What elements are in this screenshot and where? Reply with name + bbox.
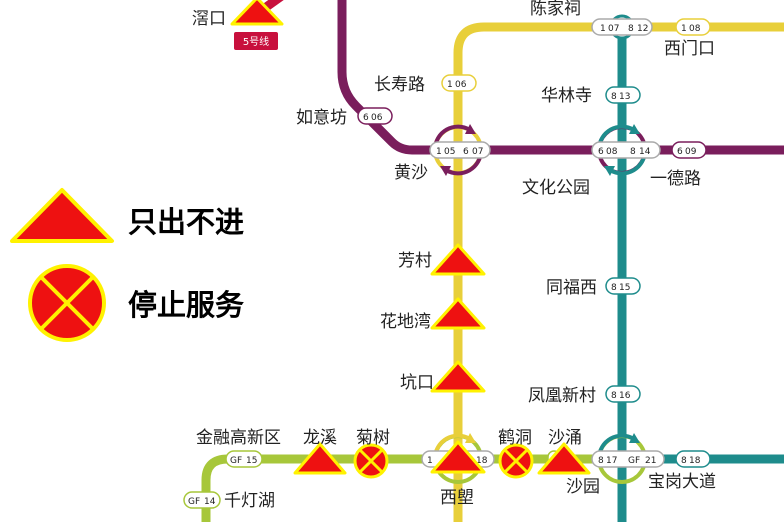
svg-text:13: 13 <box>619 92 630 102</box>
station-label-yidelu: 一德路 <box>650 169 701 189</box>
svg-text:1: 1 <box>600 24 606 34</box>
svg-text:6: 6 <box>363 113 369 123</box>
code-badge-shayuan: 8 17 GF 21 <box>547 450 665 468</box>
svg-text:18: 18 <box>689 456 701 466</box>
suspended-marker-hedong <box>498 443 534 479</box>
station-label-wenhuagongyuan: 文化公园 <box>522 178 590 198</box>
code-badge-fenghuangxincun: 8 16 <box>605 385 641 403</box>
svg-text:17: 17 <box>606 456 617 466</box>
code-badge-changshoulu: 1 06 <box>441 74 477 92</box>
svg-text:8: 8 <box>628 24 634 34</box>
svg-text:1: 1 <box>436 147 442 157</box>
svg-text:6: 6 <box>677 147 683 157</box>
code-badge-hualinsi: 8 13 <box>605 86 641 104</box>
svg-text:15: 15 <box>246 456 257 466</box>
exit-only-marker-xilang <box>430 440 486 474</box>
code-badge-ximenkou: 1 08 <box>675 18 711 36</box>
svg-text:6: 6 <box>463 147 469 157</box>
svg-text:05: 05 <box>444 147 455 157</box>
svg-text:GF: GF <box>628 456 640 466</box>
code-badge-tongfuxi: 8 15 <box>605 277 641 295</box>
svg-text:18: 18 <box>476 456 488 466</box>
station-label-changshoulu: 长寿路 <box>374 75 425 95</box>
svg-text:1: 1 <box>681 24 687 34</box>
svg-text:1: 1 <box>427 456 433 466</box>
svg-text:07: 07 <box>472 147 483 157</box>
station-label-shayong: 沙涌 <box>548 428 582 448</box>
svg-text:8: 8 <box>611 92 617 102</box>
svg-text:8: 8 <box>611 391 617 401</box>
svg-text:08: 08 <box>606 147 618 157</box>
svg-text:12: 12 <box>637 24 648 34</box>
svg-text:14: 14 <box>204 497 216 507</box>
svg-text:14: 14 <box>639 147 651 157</box>
svg-text:GF: GF <box>188 497 200 507</box>
svg-text:06: 06 <box>371 113 383 123</box>
station-label-huadiwan: 花地湾 <box>380 312 431 332</box>
exit-only-marker-kengkou <box>430 360 486 393</box>
code-badge-chenjiaci: 1 07 8 12 <box>591 18 653 36</box>
svg-text:06: 06 <box>455 80 467 90</box>
code-badge-ruyifang: 6 06 <box>357 107 393 125</box>
station-label-jushu: 菊树 <box>356 428 390 448</box>
station-label-qiandenghu: 千灯湖 <box>224 491 275 511</box>
station-label-hedong: 鹤洞 <box>498 428 532 448</box>
station-label-huangsha: 黄沙 <box>394 163 428 183</box>
svg-text:8: 8 <box>598 456 604 466</box>
code-badge-qiandenghu: GF 14 <box>183 491 221 509</box>
station-label-jiaokou: 滘口 <box>192 9 226 29</box>
svg-text:21: 21 <box>645 456 656 466</box>
legend-suspended-icon <box>28 264 106 342</box>
code-badge-jinronggaoxinqu: GF 15 <box>225 450 263 468</box>
station-label-xilang: 西塱 <box>440 488 474 508</box>
legend-exit-only-icon <box>10 188 114 243</box>
suspended-marker-jushu <box>353 443 389 479</box>
code-badge-yidelu: 6 09 <box>671 141 707 159</box>
station-label-longxi: 龙溪 <box>303 428 337 448</box>
station-label-chenjiaci: 陈家祠 <box>530 0 581 19</box>
code-badge-baogangdadao: 8 18 <box>675 450 711 468</box>
exit-only-marker-longxi <box>293 442 347 475</box>
svg-text:08: 08 <box>689 24 701 34</box>
station-label-ruyifang: 如意坊 <box>296 108 347 128</box>
exit-only-marker-fangcun <box>430 243 486 276</box>
svg-text:09: 09 <box>685 147 697 157</box>
svg-text:GF: GF <box>230 456 242 466</box>
legend: 只出不进 停止服务 <box>10 188 244 342</box>
legend-suspended-label: 停止服务 <box>128 288 244 322</box>
code-badge-wenhuagongyuan: 6 08 8 14 <box>591 141 661 159</box>
svg-text:16: 16 <box>619 391 631 401</box>
svg-text:07: 07 <box>608 24 619 34</box>
svg-text:5号线: 5号线 <box>243 35 269 48</box>
exit-only-marker-huadiwan <box>430 297 486 330</box>
line5-tag: 5号线 <box>234 32 278 50</box>
exit-only-marker-jiaokou <box>230 0 284 26</box>
station-label-fenghuangxincun: 凤凰新村 <box>528 386 596 406</box>
station-label-tongfuxi: 同福西 <box>546 278 597 298</box>
svg-text:8: 8 <box>630 147 636 157</box>
station-label-ximenkou: 西门口 <box>664 39 715 59</box>
svg-text:8: 8 <box>681 456 687 466</box>
svg-text:15: 15 <box>619 283 630 293</box>
svg-text:8: 8 <box>611 283 617 293</box>
exit-only-marker-shayong <box>537 442 591 475</box>
code-badge-huangsha: 1 05 6 07 <box>429 141 491 159</box>
station-label-fangcun: 芳村 <box>398 251 432 271</box>
station-label-baogangdadao: 宝岗大道 <box>648 472 716 492</box>
svg-text:6: 6 <box>598 147 604 157</box>
station-label-kengkou: 坑口 <box>400 373 434 393</box>
station-label-jinronggaoxinqu: 金融高新区 <box>196 428 281 448</box>
svg-text:1: 1 <box>447 80 453 90</box>
line1-track <box>453 22 784 522</box>
legend-exit-only-label: 只出不进 <box>128 205 244 239</box>
station-label-shayuan: 沙园 <box>566 477 600 497</box>
station-label-hualinsi: 华林寺 <box>541 86 592 106</box>
